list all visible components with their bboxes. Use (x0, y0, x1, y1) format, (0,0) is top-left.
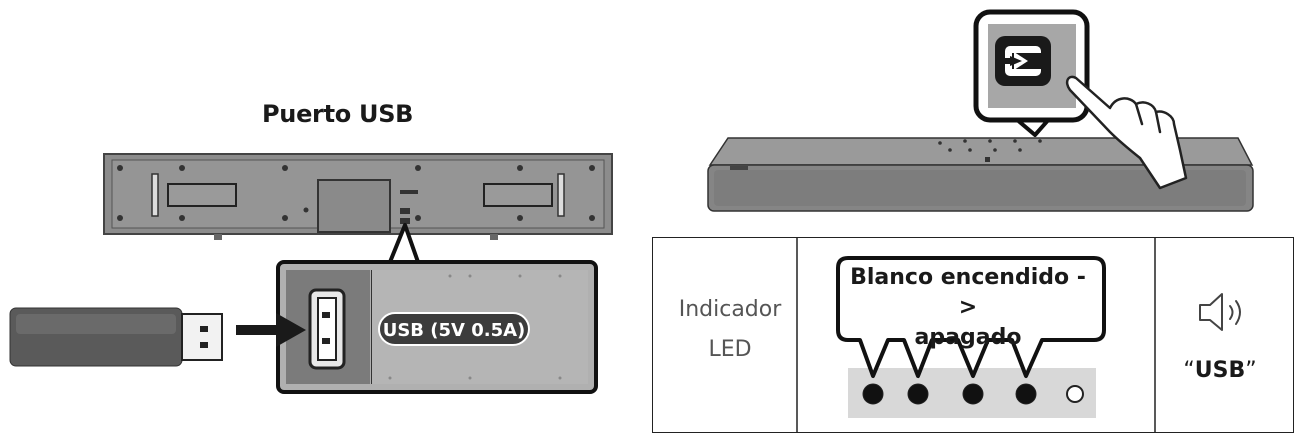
led-indicator-table (652, 237, 1294, 433)
usb-port-title: Puerto USB (262, 100, 414, 128)
indicator-label-line2: LED (708, 337, 752, 362)
led-2-on (907, 383, 929, 405)
quote-open: “ (1183, 358, 1195, 383)
led-status-text: Blanco encendido -> apagado (842, 263, 1094, 353)
voice-guide-text: “USB” (1160, 358, 1280, 383)
soundbar-top-diagram (707, 9, 1254, 433)
led-3-on (962, 383, 984, 405)
status-bubble (836, 256, 1106, 378)
led-5-off (1066, 385, 1084, 403)
led-1-on (862, 383, 884, 405)
usb-port-icon (308, 288, 346, 370)
quote-close: ” (1245, 358, 1257, 383)
led-4-on (1015, 383, 1037, 405)
source-input-icon (995, 36, 1051, 86)
speaker-sound-icon (1199, 293, 1241, 331)
usb-flash-drive-icon (9, 307, 223, 367)
indicator-label-line1: Indicador (678, 297, 782, 322)
voice-guide-usb: USB (1194, 358, 1246, 383)
soundbar-back-diagram (9, 153, 613, 394)
insert-arrow-icon (236, 313, 306, 347)
indicator-led-label: Indicador LED (660, 290, 800, 370)
pointing-hand-icon (1065, 75, 1188, 190)
status-line1: Blanco encendido -> (850, 265, 1086, 320)
status-line2: apagado (914, 325, 1022, 350)
usb-port-label: USB (5V 0.5A) (378, 312, 530, 346)
